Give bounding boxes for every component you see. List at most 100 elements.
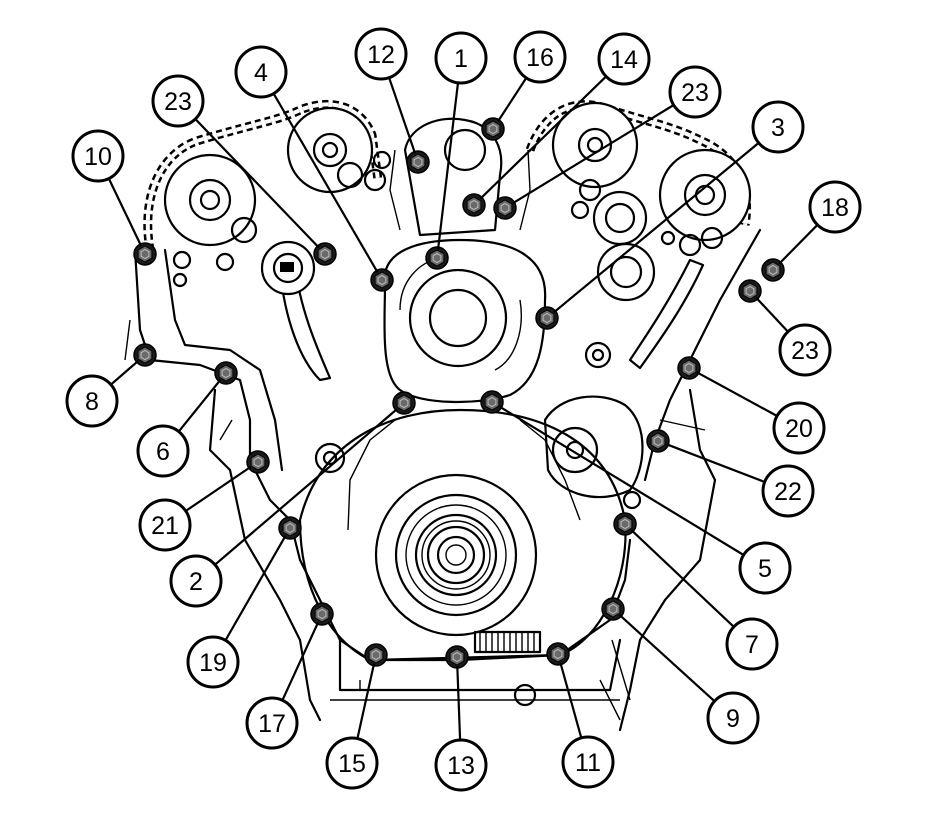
callout-7: 7 — [725, 617, 779, 671]
callout-13-label: 13 — [447, 752, 475, 780]
callout-5-label: 5 — [758, 555, 772, 583]
callout-13: 13 — [434, 738, 488, 792]
callout-6: 6 — [136, 424, 190, 478]
leader-2 — [214, 408, 398, 566]
right-cam-sprocket-outer — [658, 148, 752, 242]
leader-9 — [618, 614, 716, 703]
callout-18: 18 — [808, 180, 862, 234]
leader-5 — [499, 405, 745, 556]
callout-3: 3 — [751, 100, 805, 154]
leader-18 — [778, 224, 819, 265]
callout-21-label: 21 — [151, 512, 179, 540]
left-chain-guide — [278, 263, 332, 382]
bolt-5 — [480, 390, 504, 414]
leader-6 — [177, 379, 222, 433]
callout-23a: 23 — [151, 74, 205, 128]
bolt-9 — [601, 597, 625, 621]
leader-21 — [185, 466, 252, 512]
bolt-19 — [278, 516, 302, 540]
callout-15: 15 — [325, 736, 379, 790]
leader-23c — [755, 296, 789, 333]
bolt-3 — [535, 306, 559, 330]
callout-6-label: 6 — [156, 438, 170, 466]
leader-20 — [696, 371, 778, 417]
bolt-23c — [738, 279, 762, 303]
bolt-11 — [546, 642, 570, 666]
bolt-23a — [313, 242, 337, 266]
callout-3-label: 3 — [771, 114, 785, 142]
callout-18-label: 18 — [821, 194, 849, 222]
right-block-edge — [618, 388, 717, 732]
callout-2: 2 — [169, 554, 223, 608]
bolt-23b — [493, 196, 517, 220]
callout-9-label: 9 — [726, 705, 740, 733]
bolt-14 — [462, 193, 486, 217]
bolt-21 — [246, 450, 270, 474]
leader-22 — [666, 443, 766, 484]
bolt-4 — [370, 268, 394, 292]
callout-4-label: 4 — [254, 59, 268, 87]
callout-14-label: 14 — [610, 46, 638, 74]
left-cam-sprocket — [163, 153, 257, 247]
bolt-markers — [133, 117, 785, 669]
bolt-20 — [677, 356, 701, 380]
bolt-7 — [613, 512, 637, 536]
leader-16 — [496, 77, 528, 123]
left-phaser — [260, 240, 316, 296]
crankshaft-balancer — [298, 408, 627, 662]
leader-12 — [388, 77, 417, 154]
callout-22-label: 22 — [774, 478, 802, 506]
right-phaser — [592, 190, 656, 302]
callout-15-label: 15 — [338, 750, 366, 778]
callout-19-label: 19 — [199, 649, 227, 677]
leader-1 — [437, 82, 460, 250]
bolt-2 — [392, 391, 416, 415]
callout-8: 8 — [65, 374, 119, 428]
right-idler-plate — [543, 395, 644, 499]
bolt-16 — [481, 117, 505, 141]
left-block-edge — [208, 388, 322, 722]
callout-leader-lines — [107, 75, 819, 741]
leader-7 — [630, 529, 735, 628]
leader-15 — [356, 663, 376, 739]
bolt-13 — [445, 645, 469, 669]
bolt-1 — [425, 246, 449, 270]
callout-1: 1 — [434, 31, 488, 85]
leader-8 — [110, 360, 139, 386]
callout-22: 22 — [761, 464, 815, 518]
bolt-12 — [406, 150, 430, 174]
left-second-sprocket — [286, 106, 374, 194]
leader-14 — [479, 75, 607, 200]
bolt-22 — [646, 429, 670, 453]
callout-21: 21 — [138, 498, 192, 552]
leader-13 — [456, 665, 462, 741]
callout-12: 12 — [354, 27, 408, 81]
callout-12-label: 12 — [367, 41, 395, 69]
leader-4 — [272, 93, 379, 273]
leader-10 — [107, 178, 143, 247]
callout-4: 4 — [234, 45, 288, 99]
bolt-17 — [310, 602, 334, 626]
callout-16-label: 16 — [526, 44, 554, 72]
callout-14: 14 — [597, 32, 651, 86]
callout-5: 5 — [738, 541, 792, 595]
callout-23c: 23 — [778, 323, 832, 377]
callout-23a-label: 23 — [164, 88, 192, 116]
callout-16: 16 — [513, 30, 567, 84]
callout-20-label: 20 — [785, 415, 813, 443]
callout-1-label: 1 — [454, 45, 468, 73]
callout-23b-label: 23 — [681, 79, 709, 107]
callout-11-label: 11 — [575, 749, 601, 777]
callout-20: 20 — [772, 401, 826, 455]
callout-17-label: 17 — [258, 710, 286, 738]
leader-23a — [194, 118, 320, 249]
callout-19: 19 — [186, 635, 240, 689]
callout-10: 10 — [71, 129, 125, 183]
callout-7-label: 7 — [745, 631, 759, 659]
callout-10-label: 10 — [84, 143, 112, 171]
upper-center-boss — [403, 117, 503, 237]
callout-9: 9 — [706, 691, 760, 745]
callout-2-label: 2 — [189, 568, 203, 596]
leader-17 — [281, 621, 320, 701]
